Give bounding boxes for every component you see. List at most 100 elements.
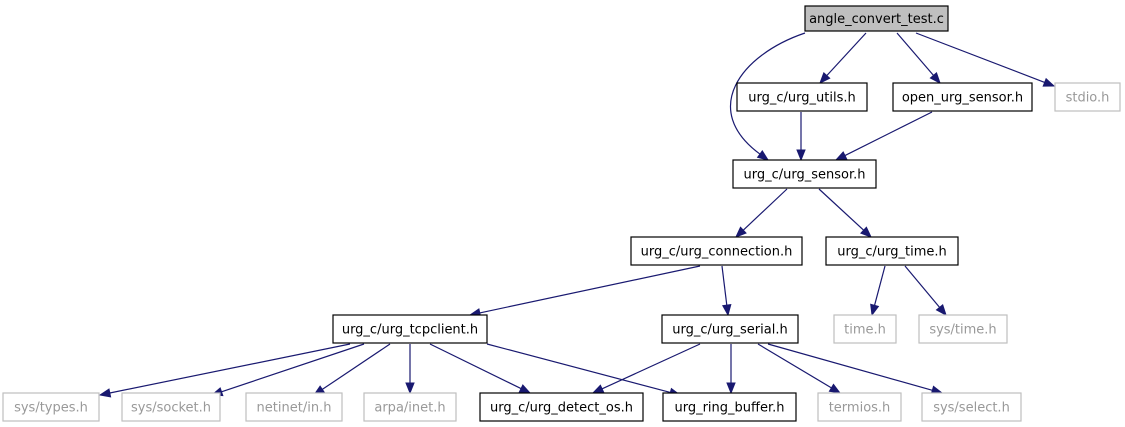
edge-urg-tcpclient-to-arpa-inet bbox=[405, 344, 415, 395]
node-urg-serial[interactable]: urg_c/urg_serial.h bbox=[661, 314, 799, 344]
node-sys-time: sys/time.h bbox=[918, 314, 1008, 344]
node-label: arpa/inet.h bbox=[374, 401, 445, 416]
edge-open-urg-sensor-to-urg-sensor bbox=[834, 111, 933, 161]
node-box bbox=[479, 392, 644, 422]
node-box bbox=[892, 82, 1033, 112]
node-label: urg_c/urg_utils.h bbox=[748, 91, 855, 106]
edge-line bbox=[915, 32, 1045, 83]
edge-line bbox=[818, 188, 865, 231]
edge-line bbox=[896, 32, 934, 76]
edge-urg-tcpclient-to-urg-ring-buffer bbox=[486, 343, 682, 397]
node-urg-time[interactable]: urg_c/urg_time.h bbox=[825, 236, 959, 266]
edge-angle-convert-test-to-open-urg-sensor bbox=[896, 32, 941, 85]
node-box bbox=[630, 236, 803, 266]
edge-line bbox=[479, 265, 701, 314]
node-time-h: time.h bbox=[833, 314, 897, 344]
node-urg-ring-buffer[interactable]: urg_ring_buffer.h bbox=[662, 392, 797, 422]
arrowhead bbox=[756, 150, 770, 161]
edge-urg-time-to-time-h bbox=[870, 265, 886, 317]
edge-urg-tcpclient-to-sys-socket bbox=[210, 343, 365, 397]
node-box bbox=[245, 392, 343, 422]
node-urg-sensor[interactable]: urg_c/urg_sensor.h bbox=[732, 159, 877, 189]
edge-urg-time-to-sys-time bbox=[904, 265, 947, 317]
node-sys-socket: sys/socket.h bbox=[121, 392, 221, 422]
arrowhead bbox=[405, 382, 415, 395]
node-label: urg_ring_buffer.h bbox=[674, 401, 784, 416]
node-label: urg_c/urg_time.h bbox=[837, 245, 946, 260]
edge-line bbox=[729, 32, 806, 155]
edge-angle-convert-test-to-stdio bbox=[915, 32, 1056, 87]
node-label: netinet/in.h bbox=[257, 401, 332, 416]
node-label: sys/types.h bbox=[14, 401, 88, 416]
node-urg-tcpclient[interactable]: urg_c/urg_tcpclient.h bbox=[332, 314, 488, 344]
node-urg-utils[interactable]: urg_c/urg_utils.h bbox=[736, 82, 868, 112]
node-box bbox=[921, 392, 1022, 422]
edge-urg-connection-to-urg-serial bbox=[721, 265, 732, 317]
node-stdio: stdio.h bbox=[1054, 82, 1121, 112]
node-box bbox=[825, 236, 959, 266]
arrowhead bbox=[929, 71, 941, 85]
edge-line bbox=[844, 111, 933, 157]
node-label: time.h bbox=[844, 323, 886, 338]
edge-line bbox=[904, 265, 941, 308]
node-angle-convert-test[interactable]: angle_convert_test.c bbox=[804, 5, 949, 32]
node-label: termios.h bbox=[829, 401, 891, 416]
edge-urg-sensor-to-urg-time bbox=[818, 188, 872, 238]
node-box bbox=[736, 82, 868, 112]
node-box bbox=[1054, 82, 1121, 112]
edge-line bbox=[826, 32, 867, 77]
node-label: open_urg_sensor.h bbox=[902, 91, 1023, 106]
edge-line bbox=[486, 343, 671, 394]
node-termios: termios.h bbox=[817, 392, 902, 422]
edge-urg-tcpclient-to-urg-detect-os bbox=[429, 343, 532, 394]
edge-line bbox=[767, 343, 933, 391]
edge-urg-connection-to-urg-tcpclient bbox=[468, 265, 701, 318]
arrowhead bbox=[735, 226, 747, 238]
edge-line bbox=[429, 343, 522, 390]
edge-line bbox=[873, 265, 886, 306]
node-sys-types: sys/types.h bbox=[2, 392, 100, 422]
edge-line bbox=[221, 343, 365, 393]
node-label: urg_c/urg_serial.h bbox=[672, 323, 787, 338]
arrowhead bbox=[726, 382, 736, 395]
node-label: urg_c/urg_connection.h bbox=[641, 245, 793, 260]
nodes-layer: angle_convert_test.c urg_c/urg_utils.h ope… bbox=[2, 5, 1121, 422]
node-box bbox=[121, 392, 221, 422]
arrowhead bbox=[722, 304, 732, 317]
node-label: urg_c/urg_tcpclient.h bbox=[342, 323, 478, 338]
node-urg-detect-os[interactable]: urg_c/urg_detect_os.h bbox=[479, 392, 644, 422]
node-label: sys/time.h bbox=[929, 323, 996, 338]
node-box bbox=[363, 392, 457, 422]
arrowhead bbox=[834, 151, 848, 161]
node-label: urg_c/urg_sensor.h bbox=[743, 168, 865, 183]
edge-urg-utils-to-urg-sensor bbox=[796, 112, 806, 162]
node-urg-connection[interactable]: urg_c/urg_connection.h bbox=[630, 236, 803, 266]
node-box bbox=[732, 159, 877, 189]
node-box bbox=[833, 314, 897, 344]
node-box bbox=[662, 392, 797, 422]
node-label: urg_c/urg_detect_os.h bbox=[490, 401, 633, 416]
edge-urg-serial-to-urg-ring-buffer bbox=[726, 344, 736, 395]
edge-urg-sensor-to-urg-connection bbox=[735, 188, 788, 238]
edge-line bbox=[721, 265, 728, 306]
node-box bbox=[332, 314, 488, 344]
node-open-urg-sensor[interactable]: open_urg_sensor.h bbox=[892, 82, 1033, 112]
arrowhead bbox=[819, 72, 831, 84]
edge-line bbox=[757, 343, 832, 389]
node-box bbox=[918, 314, 1008, 344]
edge-line bbox=[109, 343, 351, 394]
arrowhead bbox=[591, 384, 605, 394]
arrowhead bbox=[860, 226, 872, 238]
node-netinet-in: netinet/in.h bbox=[245, 392, 343, 422]
edge-line bbox=[742, 188, 788, 231]
edges-layer bbox=[98, 32, 1056, 398]
node-sys-select: sys/select.h bbox=[921, 392, 1022, 422]
arrowhead bbox=[98, 388, 112, 398]
arrowhead bbox=[518, 384, 532, 394]
node-arpa-inet: arpa/inet.h bbox=[363, 392, 457, 422]
edge-line bbox=[321, 343, 391, 390]
node-label: sys/socket.h bbox=[131, 401, 211, 416]
node-label: stdio.h bbox=[1066, 91, 1110, 106]
node-label: angle_convert_test.c bbox=[809, 12, 944, 27]
